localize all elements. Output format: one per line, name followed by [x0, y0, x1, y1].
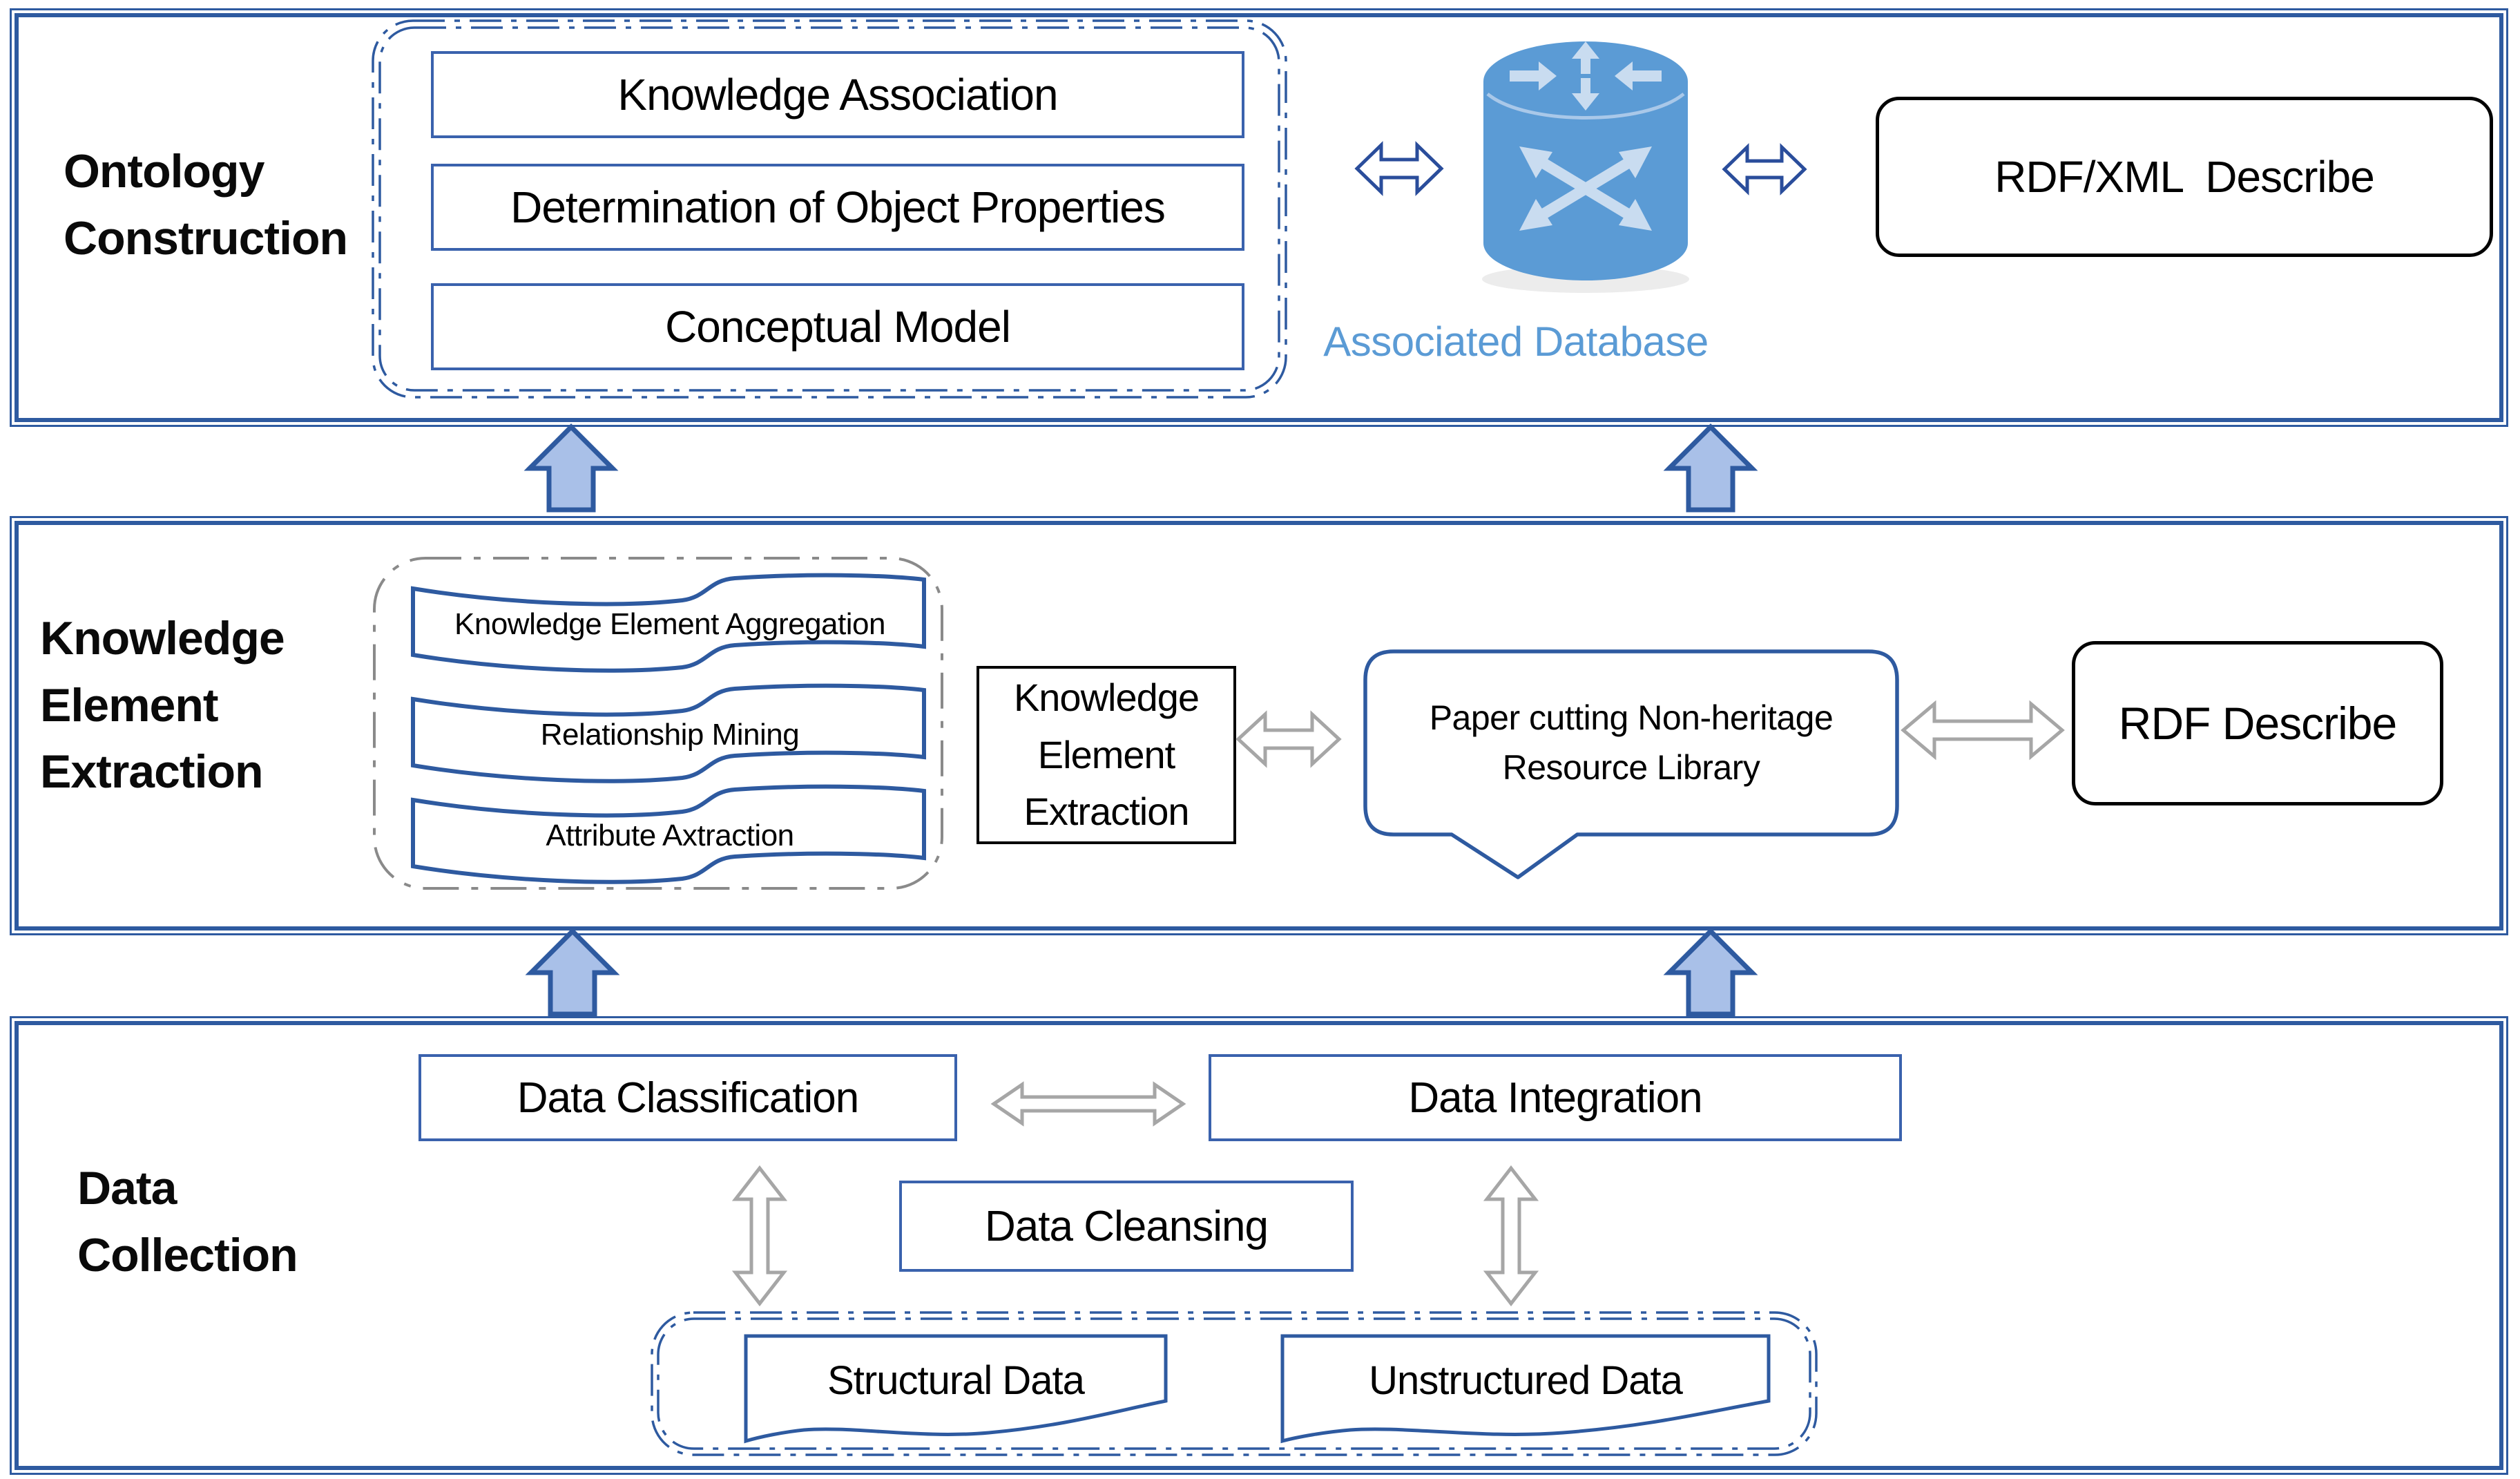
data-cleansing-label: Data Cleansing: [985, 1202, 1269, 1250]
wave-group-container: [373, 557, 943, 890]
source-data-container: [651, 1311, 1818, 1456]
structural-data-label: Structural Data: [827, 1357, 1085, 1403]
up-arrow-icon: [1663, 423, 1758, 513]
data-integration-box: Data Integration: [1209, 1054, 1902, 1141]
rdf-xml-describe-box: RDF/XML Describe: [1876, 97, 2493, 257]
resource-library-label: Paper cutting Non-heritage Resource Libr…: [1429, 698, 1834, 788]
ontology-group-container: [372, 19, 1287, 399]
associated-database-label: Associated Database: [1323, 318, 1709, 365]
attribute-extraction-shape: [411, 784, 926, 884]
knowledge-layer-label: Knowledge Element Extraction: [40, 612, 285, 799]
up-arrow-icon: [1663, 928, 1758, 1017]
double-arrow-vertical-icon: [731, 1165, 788, 1307]
data-layer-frame: [10, 1016, 2508, 1475]
knowledge-extraction-label: Knowledge Element Extraction: [1013, 675, 1200, 834]
database-icon: [1482, 41, 1689, 293]
unstructured-data-label: Unstructured Data: [1369, 1357, 1683, 1403]
data-integration-label: Data Integration: [1408, 1074, 1702, 1122]
knowledge-aggregation-label: Knowledge Element Aggregation: [454, 607, 885, 641]
double-arrow-icon: [1722, 143, 1807, 195]
ontology-layer-label: Ontology Construction: [64, 145, 348, 265]
double-arrow-icon: [990, 1081, 1186, 1127]
knowledge-aggregation-shape: [411, 573, 926, 673]
double-arrow-icon: [1354, 141, 1444, 196]
knowledge-association-label: Knowledge Association: [617, 70, 1058, 120]
double-arrow-vertical-icon: [1483, 1165, 1539, 1307]
rdf-describe-label: RDF Describe: [2118, 698, 2397, 749]
data-classification-box: Data Classification: [419, 1054, 957, 1141]
data-layer-label: Data Collection: [77, 1162, 298, 1281]
data-cleansing-box: Data Cleansing: [899, 1181, 1354, 1272]
knowledge-extraction-box: Knowledge Element Extraction: [977, 666, 1236, 844]
conceptual-model-box: Conceptual Model: [431, 283, 1244, 370]
knowledge-association-box: Knowledge Association: [431, 51, 1244, 138]
ontology-layer-frame: [10, 8, 2508, 427]
object-properties-label: Determination of Object Properties: [510, 182, 1166, 232]
attribute-extraction-label: Attribute Axtraction: [546, 819, 794, 852]
rdf-xml-describe-label: RDF/XML Describe: [1994, 152, 2375, 202]
knowledge-layer-frame: [10, 516, 2508, 935]
relationship-mining-label: Relationship Mining: [540, 718, 800, 752]
double-arrow-icon: [1235, 710, 1342, 768]
conceptual-model-label: Conceptual Model: [665, 302, 1011, 352]
unstructured-data-shape: [1280, 1334, 1771, 1444]
relationship-mining-shape: [411, 683, 926, 783]
up-arrow-icon: [523, 423, 619, 513]
data-classification-label: Data Classification: [517, 1074, 859, 1122]
double-arrow-icon: [1901, 700, 2065, 761]
structural-data-shape: [744, 1334, 1168, 1444]
object-properties-box: Determination of Object Properties: [431, 164, 1244, 251]
rdf-describe-box: RDF Describe: [2072, 641, 2443, 805]
resource-library-bubble: [1363, 649, 1899, 879]
up-arrow-icon: [525, 928, 620, 1017]
